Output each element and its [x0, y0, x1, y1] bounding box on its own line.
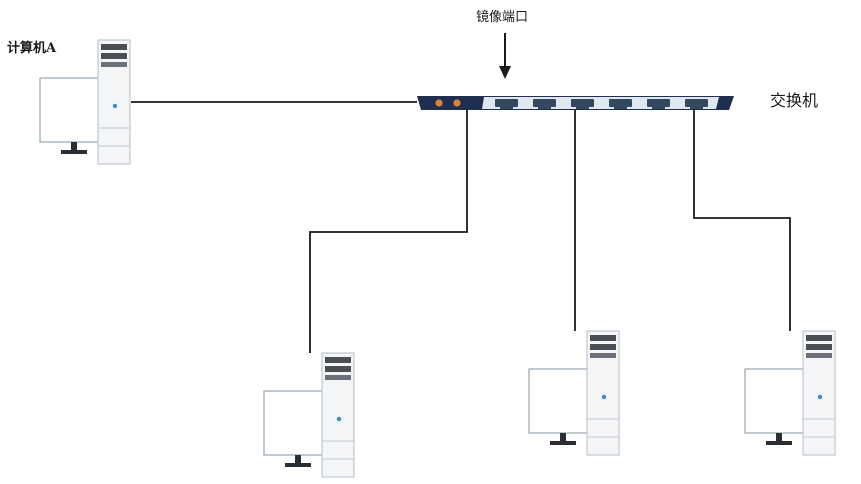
computer-b	[263, 352, 355, 478]
switch-led-2	[453, 99, 461, 107]
computer-d	[744, 330, 836, 456]
computer-c	[528, 330, 620, 456]
switch-label: 交换机	[770, 91, 819, 110]
cables	[131, 101, 791, 353]
switch-device	[417, 96, 734, 110]
cable-computer-d	[693, 110, 791, 331]
switch-led-1	[435, 99, 443, 107]
cable-computer-b	[309, 110, 468, 353]
computer-a-label: 计算机A	[7, 41, 57, 56]
mirror-port-label: 镜像端口	[476, 10, 529, 25]
computer-a	[39, 39, 131, 165]
mirror-port-arrow	[499, 33, 511, 79]
